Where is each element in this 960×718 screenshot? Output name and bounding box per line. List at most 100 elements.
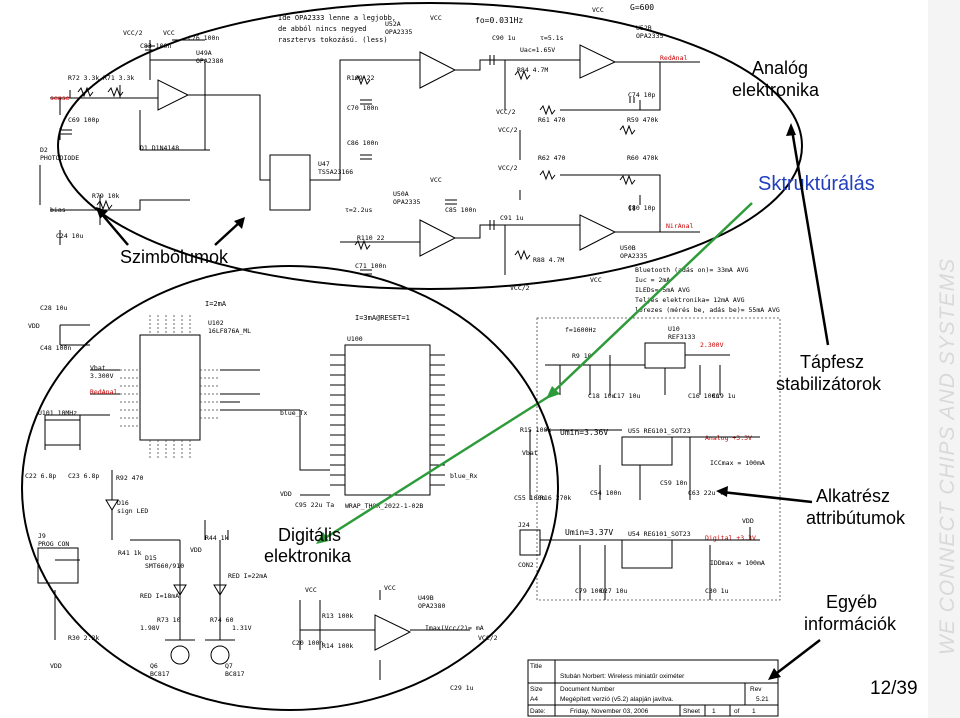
- u10-part: REF3133: [668, 333, 695, 341]
- net-sense: sense: [50, 94, 70, 102]
- tb-rev-value: 5.21: [756, 696, 769, 703]
- gain-note: G=600: [630, 3, 654, 12]
- power-region-border: [536, 317, 781, 601]
- wire-mid: [205, 59, 580, 243]
- lbl-r44: R44 1k: [205, 534, 229, 542]
- lbl-r15: R15 100k: [520, 426, 551, 434]
- lbl-r109: R109 22: [347, 74, 374, 82]
- title-block-lines: [528, 660, 779, 716]
- uac-note: Uac=1.65V: [520, 46, 555, 54]
- lbl-q6-part: BC817: [150, 670, 170, 678]
- led-d16: [105, 499, 119, 511]
- u50b-part: OPA2335: [620, 252, 647, 260]
- tb-date-label: Date:: [530, 708, 546, 715]
- i2ma-note: I=2mA: [205, 300, 227, 308]
- net-vbat-val: 3.300V: [90, 372, 114, 380]
- u54-label: U54 REG101_SOT23: [628, 530, 691, 538]
- u49a-part: OPA2380: [196, 57, 223, 65]
- net-vcc2-e: VCC/2: [510, 284, 530, 292]
- refcap-v: 2.300V: [700, 341, 724, 349]
- annotation-power-1: Tápfesz: [800, 352, 864, 372]
- tb-doc-value: Megépített verzió (v5.2) alapján javítva…: [560, 696, 674, 703]
- attributes-arrow: [721, 490, 813, 504]
- lbl-q7-ref: Q7: [225, 662, 233, 670]
- net-vcc2-c: VCC/2: [498, 126, 518, 134]
- analog-schematic: Ide OPA2333 lenne a legjobb, de abból ni…: [39, 3, 700, 292]
- bt-note-1: Bluetooth (adás on)= 33mA AVG: [635, 266, 749, 274]
- f1600-note: f=1600Hz: [565, 326, 596, 334]
- tb-title-label: Title: [530, 663, 542, 670]
- bt-note-3: ILEDs= 5mA AVG: [635, 286, 690, 294]
- opamp-u49a: [157, 79, 190, 111]
- net-niranal: NirAnal: [666, 222, 693, 230]
- lbl-c17: C17 10u: [613, 392, 640, 400]
- digital-oval: [21, 265, 559, 711]
- lbl-c63: C63 22u Ta: [688, 489, 727, 497]
- lbl-r73: R73 10: [157, 616, 181, 624]
- note-line-3: rasztervs tokozású. (less): [278, 36, 388, 44]
- u100-part: WRAP_THOR_2022-1-02B: [345, 502, 423, 510]
- side-slogan: WE CONNECT CHIPS AND SYSTEMS: [936, 258, 959, 655]
- net-bluerx: blue_Rx: [450, 472, 477, 480]
- symbols-arrow-2: [214, 221, 241, 246]
- resistor-symbols: [77, 69, 636, 261]
- wire-vcc2: [504, 60, 521, 275]
- lbl-d15-part: SMT660/910: [145, 562, 184, 570]
- annotation-other-2: információk: [804, 614, 897, 634]
- lbl-c48: C48 100n: [40, 344, 71, 352]
- u47-part: TS5A23166: [318, 168, 353, 176]
- tb-sheet-value: 1: [712, 708, 716, 715]
- lbl-r71: R71 3.3k: [103, 74, 134, 82]
- u47-ref: U47: [318, 160, 330, 168]
- u102-part: 16LF876A_ML: [208, 327, 251, 335]
- switch-u47: [269, 154, 311, 211]
- u52a-ref: U52A: [385, 20, 401, 28]
- connector-j24: [519, 529, 541, 556]
- tau-2: τ=2.2us: [345, 206, 372, 214]
- lbl-r79: R79 10k: [92, 192, 119, 200]
- lbl-c70: C70 100n: [347, 104, 378, 112]
- u50b-ref: U50B: [620, 244, 636, 252]
- lbl-c28: C28 10u: [40, 304, 67, 312]
- osc-label: U101 10MHz: [38, 409, 77, 417]
- bt-note-2: Iuc = 2mA: [635, 276, 670, 284]
- analog-oval: [57, 2, 803, 290]
- lbl-c55: C55 100n: [514, 494, 545, 502]
- lbl-c30: C30 1u: [705, 587, 729, 595]
- u50a-ref: U50A: [393, 190, 409, 198]
- u49b-ref: U49B: [418, 594, 434, 602]
- u55-label: U55 REG101_SOT23: [628, 427, 691, 435]
- title-block: Title Stubán Norbert: Wireless miniatűr …: [527, 659, 779, 717]
- tau-1: τ=5.1s: [540, 34, 564, 42]
- icc2-note: IDDmax = 100mA: [710, 559, 765, 567]
- lbl-r84: R84 4.7M: [517, 66, 548, 74]
- side-banner-bg: [928, 0, 960, 718]
- net-vcc-c: VCC: [592, 6, 604, 14]
- net-redanal: RedAnal: [660, 54, 687, 62]
- freq-note: fo=0.031Hz: [475, 16, 523, 25]
- lbl-c80: C80 10p: [628, 204, 655, 212]
- u10-ref: U10: [668, 325, 680, 333]
- lbl-c86: C86 100n: [347, 139, 378, 147]
- u49a-ref: U49A: [196, 49, 212, 57]
- umin1-note: Umin=3.36V: [560, 428, 608, 437]
- u100-ref: U100: [347, 335, 363, 343]
- lbl-c85: C85 100n: [445, 206, 476, 214]
- structure-arrow-2: [321, 395, 549, 542]
- lbl-c59: C59 10n: [660, 479, 687, 487]
- opamp-u50b: [579, 214, 617, 251]
- net-vcc2-a: VCC/2: [123, 29, 143, 37]
- icc1-note: ICCmax = 100mA: [710, 459, 765, 467]
- annotation-symbols: Szimbólumok: [120, 247, 229, 267]
- lbl-r16: R16 270k: [540, 494, 571, 502]
- u49b-part: OPA2380: [418, 602, 445, 610]
- page-number: 12/39: [870, 678, 918, 699]
- net-vcc2-d: VCC/2: [498, 164, 518, 172]
- lbl-r74: R74 60: [210, 616, 234, 624]
- u52b-part: OPA2335: [636, 32, 663, 40]
- net-vcc2-b: VCC/2: [496, 108, 516, 116]
- lbl-r92: R92 470: [116, 474, 143, 482]
- tb-size-value: A4: [530, 696, 538, 703]
- led-ir: [213, 584, 227, 596]
- attributes-arrow-head: [716, 486, 728, 497]
